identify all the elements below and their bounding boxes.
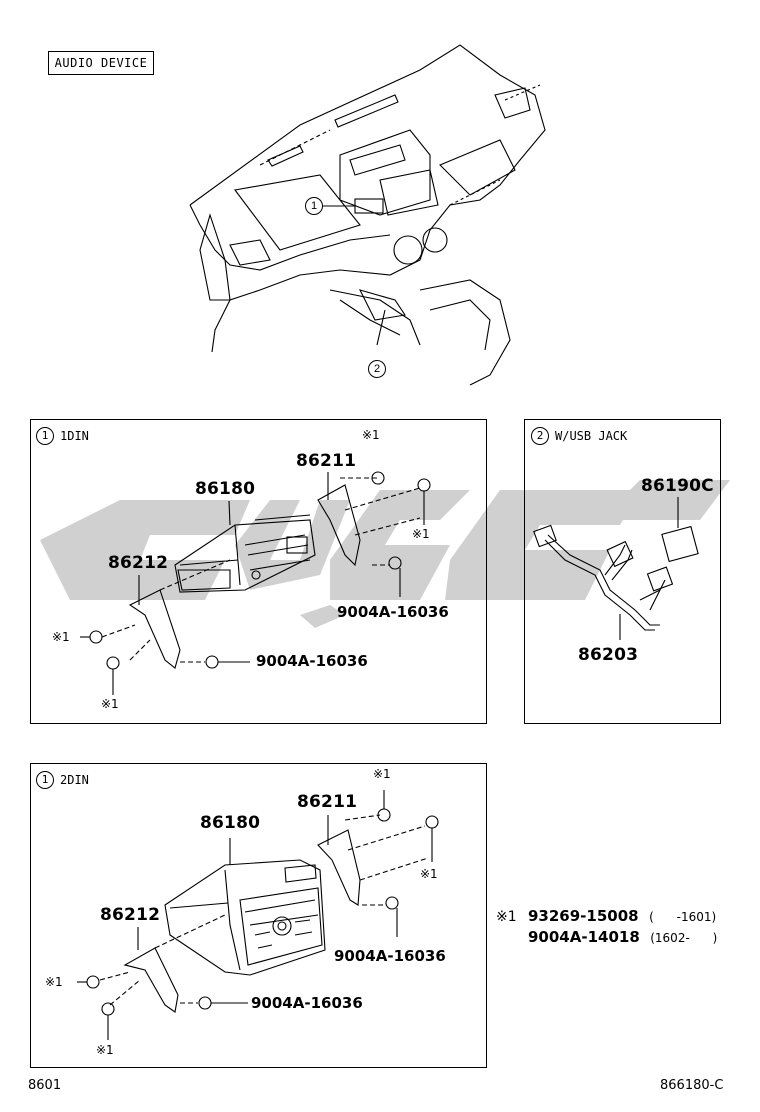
part-usb-jack: 86190C xyxy=(641,476,714,496)
legend-row-2: 9004A-14018 (1602- ) xyxy=(528,928,717,947)
footer-right-code: 866180-C xyxy=(660,1078,724,1093)
part-usb-wire: 86203 xyxy=(578,645,639,665)
legend-range-2: (1602- ) xyxy=(650,931,718,945)
part-screw-left-2din: 9004A-16036 xyxy=(251,994,363,1012)
callout-2: 2 xyxy=(368,360,386,378)
part-screw-left-1din: 9004A-16036 xyxy=(256,652,368,670)
panel-1din-number: 1 xyxy=(36,427,54,445)
legend-mark: ※1 xyxy=(496,909,517,925)
diagram-title: AUDIO DEVICE xyxy=(48,51,154,75)
legend-range-1: ( -1601) xyxy=(649,910,717,924)
callout-1: 1 xyxy=(305,197,323,215)
part-radio-1din: 86180 xyxy=(195,479,256,499)
panel-usb-art xyxy=(533,497,699,640)
part-screw-right-1din: 9004A-16036 xyxy=(337,603,449,621)
panel-1din-header: 1 1DIN xyxy=(36,427,89,445)
part-bracket-left-1din: 86212 xyxy=(108,553,169,573)
note-mark-2din-d: ※1 xyxy=(96,1043,114,1057)
note-mark-1din-d: ※1 xyxy=(101,697,119,711)
panel-usb-header: 2 W/USB JACK xyxy=(531,427,627,445)
note-mark-2din-a: ※1 xyxy=(373,767,391,781)
panel-1din-art xyxy=(80,471,431,695)
part-radio-2din: 86180 xyxy=(200,813,261,833)
dashboard-illustration xyxy=(189,44,546,386)
part-bracket-left-2din: 86212 xyxy=(100,905,161,925)
legend-row-1: 93269-15008 ( -1601) xyxy=(528,907,716,926)
panel-usb-number: 2 xyxy=(531,427,549,445)
panel-usb-jack xyxy=(524,419,721,724)
note-mark-1din-c: ※1 xyxy=(52,630,70,644)
panel-2din-label: 2DIN xyxy=(60,773,89,787)
panel-2din-header: 1 2DIN xyxy=(36,771,89,789)
part-bracket-right-2din: 86211 xyxy=(297,792,358,812)
panel-2din xyxy=(30,763,487,1068)
panel-usb-label: W/USB JACK xyxy=(555,429,628,443)
panel-2din-art xyxy=(77,790,439,1040)
note-mark-1din-a: ※1 xyxy=(362,428,380,442)
note-mark-2din-c: ※1 xyxy=(45,975,63,989)
legend-part-1: 93269-15008 xyxy=(528,907,639,925)
legend-part-2: 9004A-14018 xyxy=(528,928,640,946)
note-mark-2din-b: ※1 xyxy=(420,867,438,881)
panel-1din xyxy=(30,419,487,724)
panel-2din-number: 1 xyxy=(36,771,54,789)
part-bracket-right-1din: 86211 xyxy=(296,451,357,471)
note-mark-1din-b: ※1 xyxy=(412,527,430,541)
panel-1din-label: 1DIN xyxy=(60,429,89,443)
footer-left-code: 8601 xyxy=(28,1078,62,1093)
part-screw-right-2din: 9004A-16036 xyxy=(334,947,446,965)
